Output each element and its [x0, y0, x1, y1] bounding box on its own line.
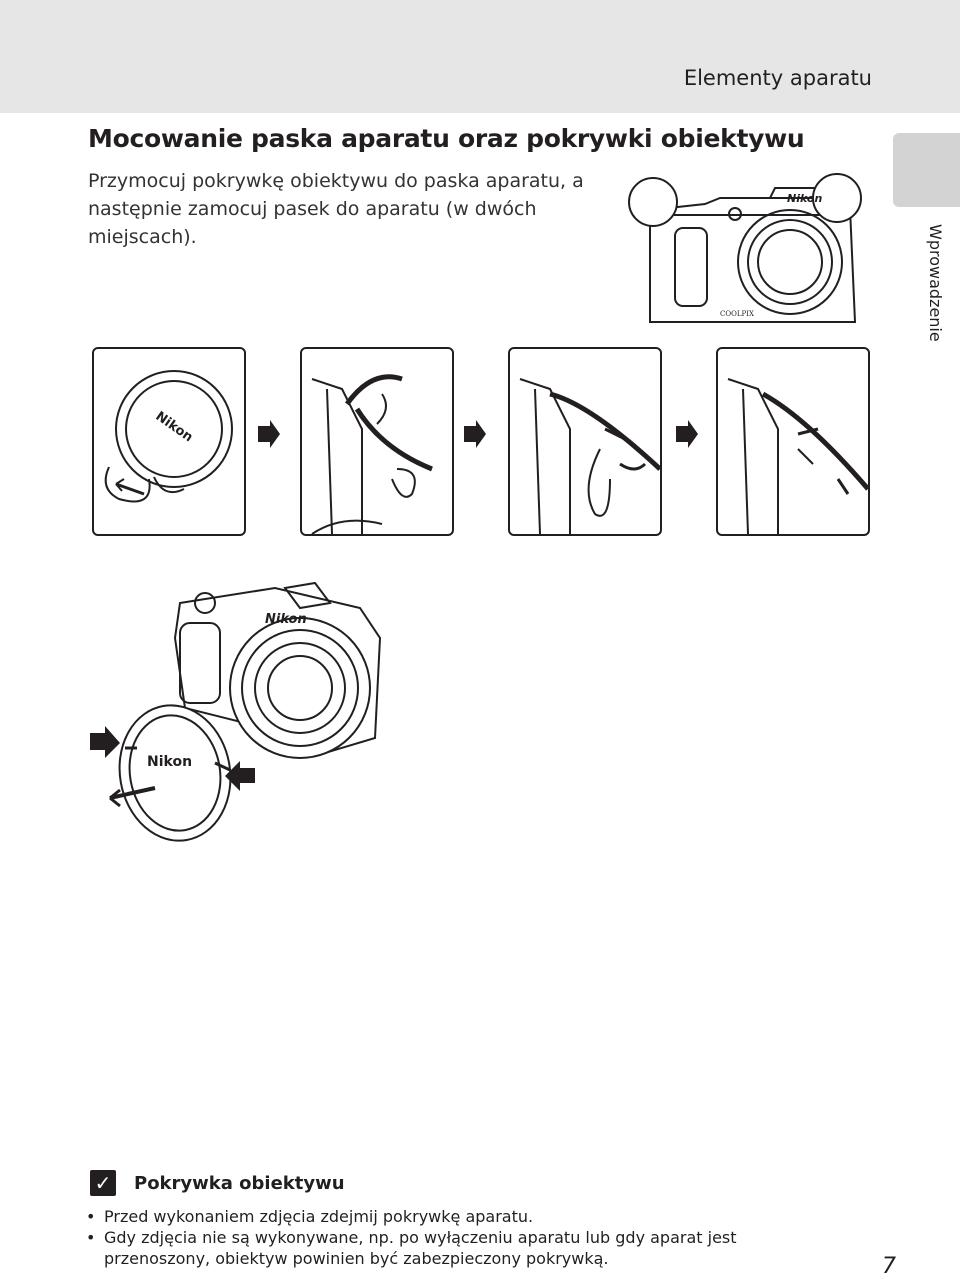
step-4-strap-tighten	[716, 347, 870, 536]
step-1-lens-cap: Nikon	[92, 347, 246, 536]
side-tab	[893, 133, 960, 207]
squeeze-arrow-right-icon	[225, 761, 255, 791]
step-arrow-icon	[258, 420, 280, 448]
page-heading: Mocowanie paska aparatu oraz pokrywki ob…	[88, 124, 805, 153]
note-heading: ✓ Pokrywka obiektywu	[90, 1170, 345, 1196]
step-2-strap-thread	[300, 347, 454, 536]
note-item: Przed wykonaniem zdjęcia zdejmij pokrywk…	[86, 1206, 846, 1227]
camera-with-lens-cap-illustration: Nikon Nikon	[90, 581, 382, 842]
note-list: Przed wykonaniem zdjęcia zdejmij pokrywk…	[86, 1206, 846, 1269]
camera-model-logo: COOLPIX	[720, 310, 754, 318]
header-band	[0, 0, 960, 113]
camera-top-brand-logo: Nikon	[265, 612, 307, 627]
step-arrow-icon	[676, 420, 698, 448]
lens-cap-front-brand-logo: Nikon	[147, 754, 192, 770]
page-number: 7	[882, 1254, 896, 1279]
section-title: Elementy aparatu	[683, 66, 872, 90]
camera-brand-logo: Nikon	[787, 192, 822, 205]
strap-step-4-illustration	[727, 378, 868, 534]
note-item: Gdy zdjęcia nie są wykonywane, np. po wy…	[86, 1227, 846, 1269]
note-title: Pokrywka obiektywu	[134, 1172, 345, 1194]
strap-step-3-illustration	[519, 378, 660, 534]
pull-arrow-icon	[109, 786, 156, 800]
strap-step-2-illustration	[311, 374, 433, 534]
side-tab-label: Wprowadzenie	[926, 224, 945, 342]
camera-front-illustration: Nikon COOLPIX	[628, 173, 862, 323]
lens-cap-illustration: Nikon	[104, 370, 233, 503]
step-arrow-icon	[464, 420, 486, 448]
squeeze-arrow-left-icon	[90, 726, 120, 758]
intro-text: Przymocuj pokrywkę obiektywu do paska ap…	[88, 170, 584, 248]
step-3-strap-loop	[508, 347, 662, 536]
check-icon: ✓	[90, 1170, 116, 1196]
